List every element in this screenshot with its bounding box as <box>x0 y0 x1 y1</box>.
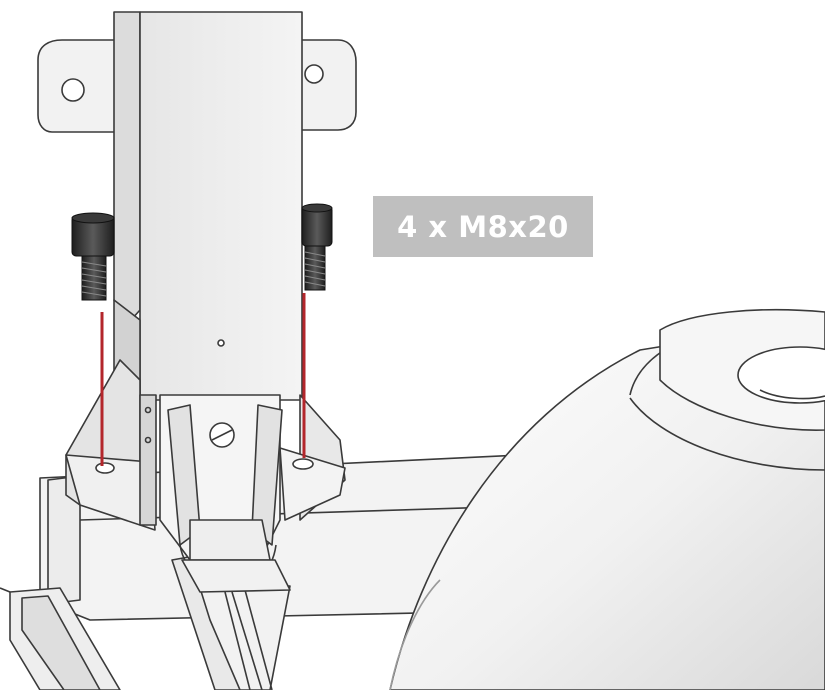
cap-screw-left <box>71 212 115 301</box>
fastener-callout: 4 x M8x20 <box>373 196 593 257</box>
fastener-label: 4 x M8x20 <box>397 209 569 244</box>
mounting-tab <box>37 39 357 133</box>
hemisphere-dome <box>389 308 825 690</box>
square-post <box>113 11 303 401</box>
guide-lines <box>100 293 306 466</box>
channel-rails <box>171 554 291 690</box>
cap-screw-right <box>301 203 333 291</box>
clevis-bracket <box>159 394 291 593</box>
cap-screw-icon <box>71 203 333 301</box>
